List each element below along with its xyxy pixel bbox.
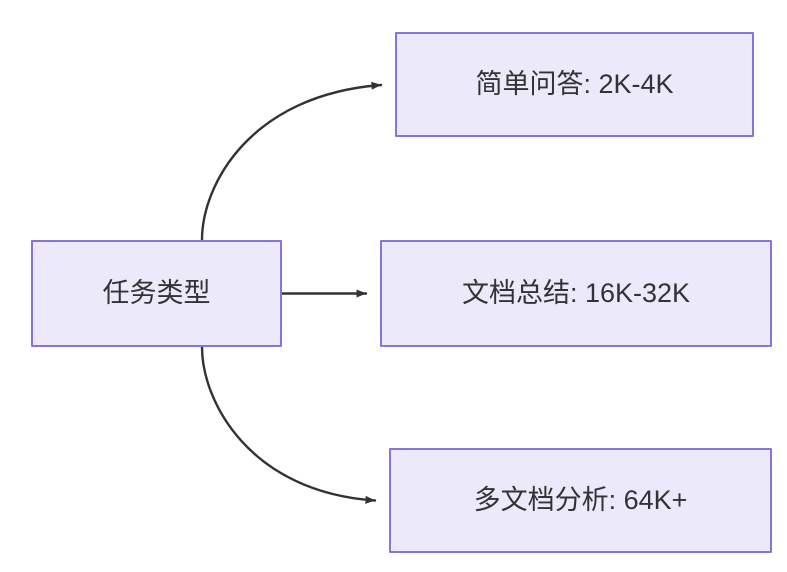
edge-to-multi-doc [200, 345, 377, 504]
node-doc-summary-label: 文档总结: 16K-32K [461, 278, 691, 309]
node-task-type-label: 任务类型 [102, 278, 211, 309]
node-multi-doc[interactable]: 多文档分析: 64K+ [389, 448, 772, 553]
node-doc-summary[interactable]: 文档总结: 16K-32K [380, 240, 772, 347]
node-multi-doc-label: 多文档分析: 64K+ [473, 485, 688, 516]
edge-to-simple-qa [200, 81, 383, 242]
node-task-type[interactable]: 任务类型 [31, 240, 282, 347]
node-simple-qa-label: 简单问答: 2K-4K [475, 69, 674, 100]
node-simple-qa[interactable]: 简单问答: 2K-4K [395, 32, 754, 137]
